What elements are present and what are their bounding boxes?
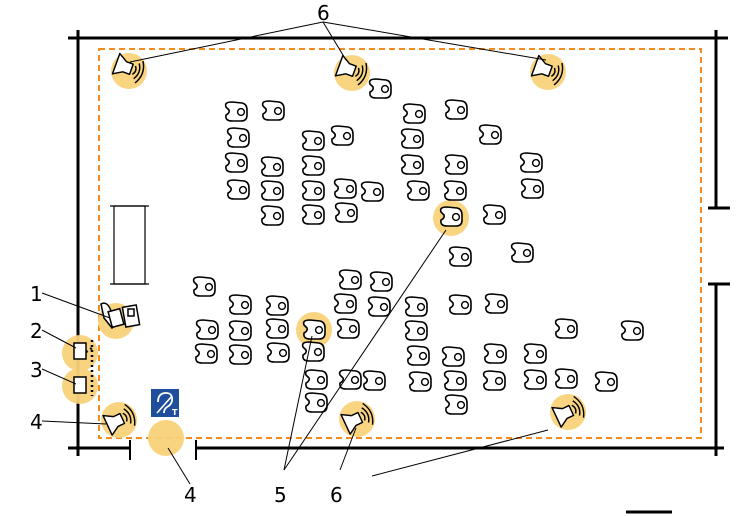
- seated-person-icon: [443, 370, 467, 391]
- seated-person-icon: [192, 276, 216, 297]
- seated-person-icon: [620, 320, 644, 341]
- loop-sign-letter: T: [172, 408, 178, 417]
- seated-person-icon: [228, 344, 252, 365]
- seated-person-icon: [523, 369, 547, 390]
- seated-person-icon: [226, 127, 250, 148]
- seated-person-icon: [338, 269, 362, 290]
- seated-person-icon: [266, 342, 290, 363]
- seated-person-icon: [400, 128, 424, 149]
- callout-6-bottom: 6: [330, 483, 343, 507]
- seated-person-icon: [194, 343, 218, 364]
- hearing-loop-sign-icon: T: [151, 389, 179, 417]
- seated-person-icon: [482, 370, 506, 391]
- seated-person-icon: [594, 371, 618, 392]
- seated-person-icon: [228, 294, 252, 315]
- seated-person-icon: [368, 78, 392, 99]
- seated-person-icon: [369, 271, 393, 292]
- seated-person-icon: [360, 181, 384, 202]
- seated-person-icon: [301, 130, 325, 151]
- loop-amplifier-icon: [100, 302, 141, 330]
- seated-person-icon: [439, 206, 463, 227]
- seated-person-icon: [195, 319, 219, 340]
- seated-person-icon: [408, 371, 432, 392]
- seated-person-icon: [301, 180, 325, 201]
- callout-6-top: 6: [317, 1, 330, 25]
- seated-person-icon: [478, 124, 502, 145]
- seated-person-icon: [404, 320, 428, 341]
- seated-person-icon: [362, 370, 386, 391]
- seated-person-icon: [484, 293, 508, 314]
- seated-person-icon: [226, 179, 250, 200]
- leader-lines: [41, 21, 549, 485]
- callout-1: 1: [30, 282, 43, 306]
- seated-person-icon: [265, 295, 289, 316]
- seated-person-icon: [448, 246, 472, 267]
- seated-person-icon: [406, 345, 430, 366]
- seated-person-icon: [367, 296, 391, 317]
- seated-person-icon: [224, 101, 248, 122]
- seated-person-icon: [448, 294, 472, 315]
- seated-person-icon: [333, 293, 357, 314]
- seated-person-icon: [483, 343, 507, 364]
- seated-person-icon: [228, 320, 252, 341]
- seated-person-icon: [444, 394, 468, 415]
- seated-person-icon: [330, 125, 354, 146]
- seated-audience: [192, 78, 644, 415]
- seated-person-icon: [444, 154, 468, 175]
- seated-person-icon: [301, 341, 325, 362]
- seated-person-icon: [510, 242, 534, 263]
- seated-person-icon: [400, 154, 424, 175]
- seated-person-icon: [406, 180, 430, 201]
- callout-2: 2: [30, 319, 43, 343]
- induction-loop-boundary: [98, 48, 702, 439]
- seated-person-icon: [260, 180, 284, 201]
- callout-5: 5: [274, 483, 287, 507]
- seated-person-icon: [519, 152, 543, 173]
- seated-person-icon: [554, 318, 578, 339]
- seated-person-icon: [302, 319, 326, 340]
- seated-person-icon: [265, 318, 289, 339]
- walls: [68, 30, 730, 460]
- table: [110, 205, 149, 285]
- seated-person-icon: [404, 296, 428, 317]
- seated-person-icon: [334, 202, 358, 223]
- seated-person-icon: [260, 205, 284, 226]
- seated-person-icon: [520, 178, 544, 199]
- seated-person-icon: [441, 346, 465, 367]
- seated-person-icon: [304, 392, 328, 413]
- callout-3: 3: [30, 358, 43, 382]
- seated-person-icon: [333, 178, 357, 199]
- seated-person-icon: [443, 180, 467, 201]
- seated-person-icon: [304, 369, 328, 390]
- seated-person-icon: [338, 369, 362, 390]
- seated-person-icon: [402, 103, 426, 124]
- seated-person-icon: [301, 155, 325, 176]
- seated-person-icon: [336, 318, 360, 339]
- input-devices: [73, 340, 94, 396]
- callout-4-bottom: 4: [184, 483, 197, 507]
- seated-person-icon: [301, 204, 325, 225]
- seated-person-icon: [224, 152, 248, 173]
- callout-4-left: 4: [30, 410, 43, 434]
- seated-person-icon: [261, 100, 285, 121]
- seated-person-icon: [554, 368, 578, 389]
- seated-person-icon: [482, 204, 506, 225]
- seated-person-icon: [260, 156, 284, 177]
- seated-person-icon: [523, 343, 547, 364]
- seated-person-icon: [444, 99, 468, 120]
